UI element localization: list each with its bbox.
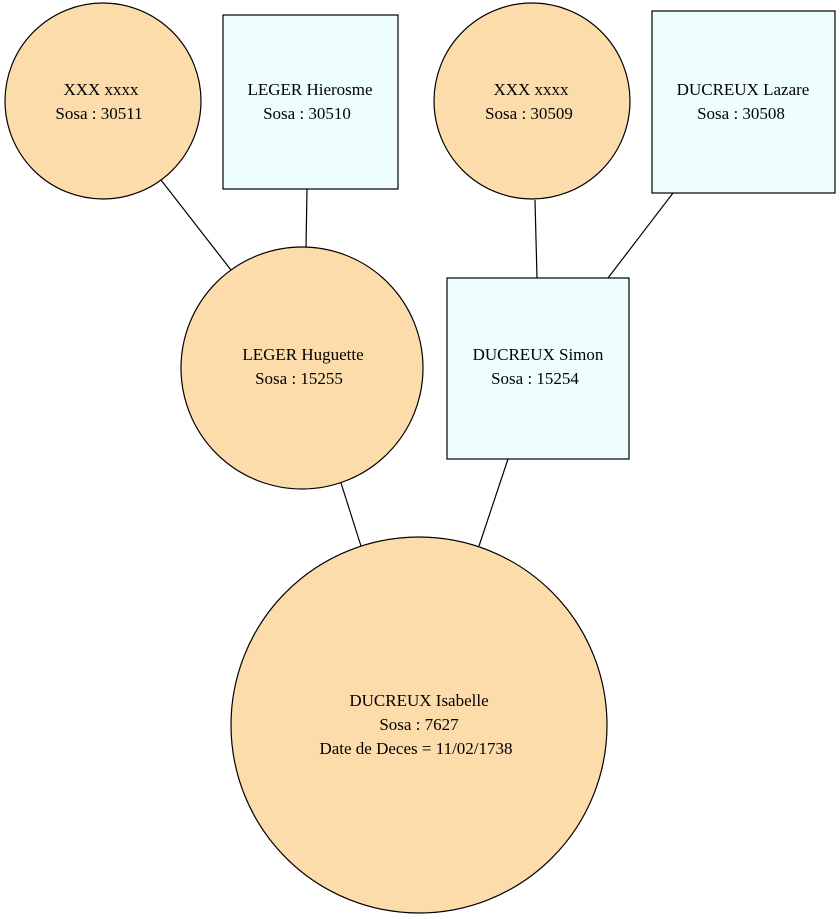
person-node-sosa-30508[interactable]: DUCREUX Lazare Sosa : 30508	[651, 10, 836, 194]
male-box	[651, 10, 836, 194]
female-circle	[4, 2, 202, 200]
edge-30509-to-15254	[534, 199, 538, 279]
sosa-number: Sosa : 30509	[485, 104, 573, 123]
sosa-number: Sosa : 7627	[379, 715, 459, 734]
edge-30508-to-15254	[607, 192, 674, 279]
female-circle	[180, 246, 424, 490]
person-name: DUCREUX Simon	[473, 345, 604, 364]
death-date: Date de Deces = 11/02/1738	[319, 739, 512, 758]
male-box	[222, 14, 399, 190]
edge-15254-to-7627	[478, 458, 509, 547]
sosa-number: Sosa : 30508	[697, 104, 785, 123]
sosa-number: Sosa : 30511	[55, 104, 142, 123]
male-box	[446, 277, 630, 460]
person-name: LEGER Huguette	[242, 345, 363, 364]
female-circle	[230, 536, 608, 914]
person-name: DUCREUX Isabelle	[349, 691, 488, 710]
edge-30511-to-15255	[160, 179, 232, 271]
person-name: XXX xxxx	[63, 80, 139, 99]
person-name: XXX xxxx	[493, 80, 569, 99]
person-name: LEGER Hierosme	[247, 80, 372, 99]
person-node-sosa-15254[interactable]: DUCREUX Simon Sosa : 15254	[446, 277, 630, 460]
sosa-number: Sosa : 15255	[255, 369, 343, 388]
person-node-sosa-30509[interactable]: XXX xxxx Sosa : 30509	[433, 2, 631, 200]
sosa-number: Sosa : 15254	[491, 369, 579, 388]
edge-30510-to-15255	[305, 188, 308, 249]
female-circle	[433, 2, 631, 200]
person-node-sosa-30511[interactable]: XXX xxxx Sosa : 30511	[4, 2, 202, 200]
person-name: DUCREUX Lazare	[677, 80, 810, 99]
person-node-sosa-30510[interactable]: LEGER Hierosme Sosa : 30510	[222, 14, 399, 190]
person-node-sosa-15255[interactable]: LEGER Huguette Sosa : 15255	[180, 246, 424, 490]
person-node-sosa-7627[interactable]: DUCREUX Isabelle Sosa : 7627 Date de Dec…	[230, 536, 608, 914]
sosa-number: Sosa : 30510	[263, 104, 351, 123]
edge-15255-to-7627	[340, 482, 362, 547]
edges	[160, 179, 674, 547]
